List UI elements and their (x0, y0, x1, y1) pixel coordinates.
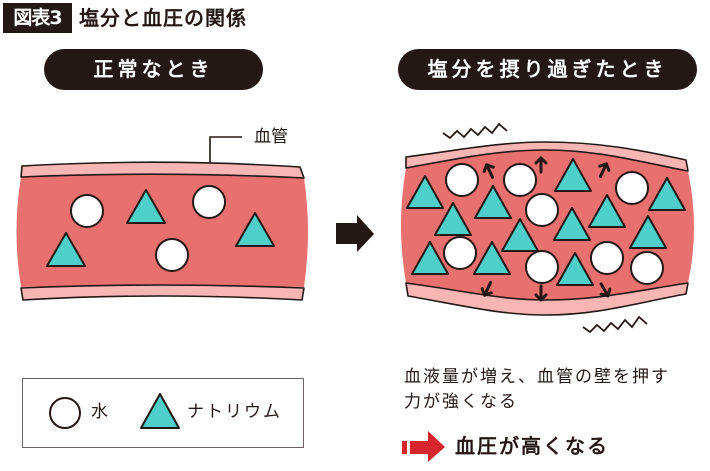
figure-number-badge: 図表3 (3, 3, 72, 33)
sodium-particle (556, 252, 594, 286)
figure-title: 塩分と血圧の関係 (79, 6, 247, 30)
pressure-arrow-icon (534, 156, 548, 174)
sodium-particle (629, 215, 667, 249)
water-particle (503, 163, 537, 197)
vessel-leader-line (209, 136, 242, 168)
sodium-particle (235, 212, 275, 247)
pressure-arrow-icon (534, 284, 548, 302)
normal-vessel-top-wall (20, 161, 305, 179)
water-particle (192, 185, 226, 219)
excess-salt-label: 塩分を摂り過ぎたとき (398, 49, 697, 90)
legend-water-icon (49, 397, 81, 429)
explanation-line-1: 血液量が増え、血管の壁を押す (404, 367, 670, 387)
pressure-arrow-icon (598, 162, 611, 178)
legend-sodium-icon (140, 393, 180, 429)
water-particle (70, 194, 104, 228)
result-arrow-icon (402, 431, 445, 462)
water-particle (443, 236, 477, 270)
sodium-particle (553, 207, 591, 241)
sodium-particle (474, 185, 512, 219)
legend-sodium-label: ナトリウム (187, 402, 282, 422)
water-particle (445, 163, 479, 197)
transition-arrow-icon (336, 215, 374, 252)
expanded-vessel-bottom-wall (405, 282, 689, 316)
result-text: 血圧が高くなる (455, 434, 609, 458)
sodium-particle (126, 189, 166, 224)
legend-water-label: 水 (91, 402, 110, 422)
sodium-particle (406, 175, 444, 209)
normal-vessel-bottom-wall (20, 284, 305, 301)
sodium-particle (501, 218, 539, 252)
stress-zigzag-icon (442, 122, 508, 140)
sodium-particle (588, 194, 626, 228)
excess-salt-vessel (401, 141, 694, 316)
water-particle (615, 171, 649, 205)
sodium-particle (554, 158, 592, 192)
expanded-vessel-top-wall (405, 141, 689, 172)
sodium-particle (648, 177, 686, 211)
water-particle (525, 250, 559, 284)
water-particle (630, 251, 664, 285)
pressure-arrow-icon (482, 163, 495, 179)
pressure-arrow-icon (599, 282, 612, 298)
sodium-particle (473, 241, 511, 275)
legend-box: 水 ナトリウム (22, 378, 304, 448)
sodium-particle (46, 232, 86, 267)
sodium-particle (434, 202, 472, 236)
water-particle (155, 238, 189, 272)
explanation-line-2: 力が強くなる (404, 392, 518, 412)
sodium-particle (411, 241, 449, 275)
water-particle (590, 241, 624, 275)
water-particle (525, 193, 559, 227)
normal-state-label: 正常なとき (44, 49, 263, 90)
vessel-label: 血管 (254, 127, 288, 147)
normal-vessel (16, 161, 308, 301)
pressure-arrow-icon (480, 281, 493, 297)
stress-zigzag-icon (582, 315, 648, 334)
